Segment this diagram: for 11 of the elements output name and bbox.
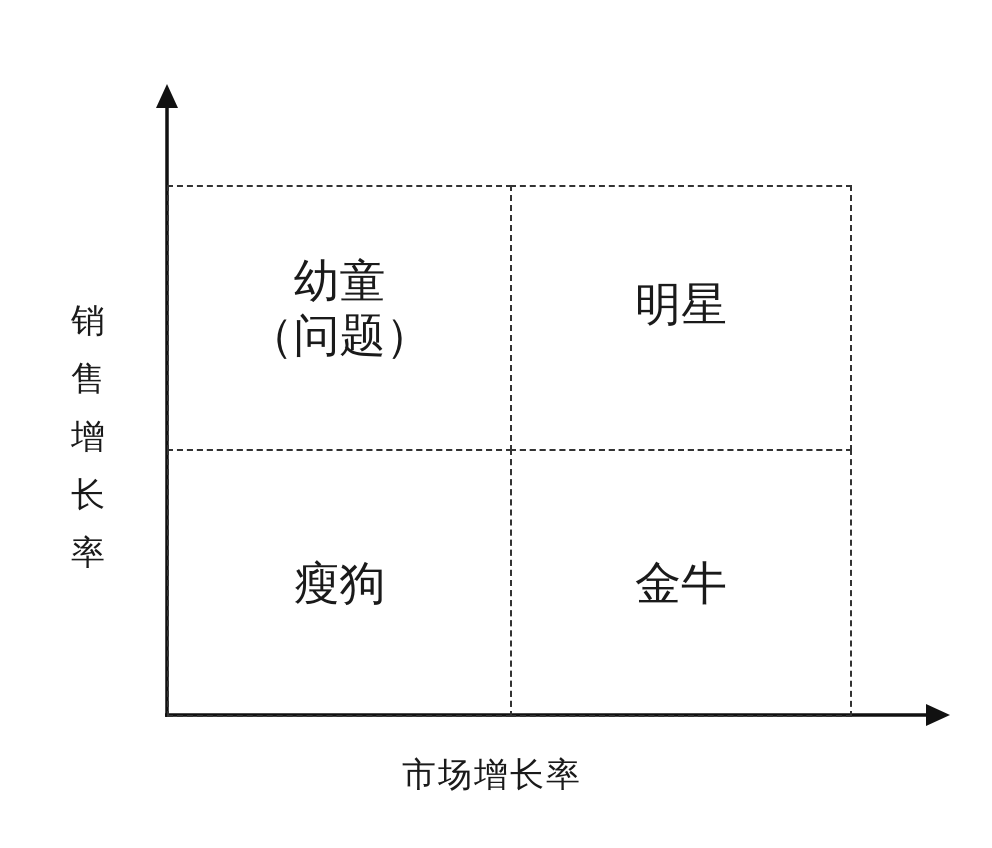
quadrant-box xyxy=(510,185,852,451)
y-axis-label: 销售增长率 xyxy=(70,300,106,575)
quadrant-box xyxy=(167,449,512,717)
quadrant-label: （问题） xyxy=(248,308,432,362)
quadrant-label: 幼童 xyxy=(294,254,386,308)
quadrant-box xyxy=(167,185,512,451)
quadrant-box xyxy=(510,449,852,717)
quadrant-label: 金牛 xyxy=(635,556,727,610)
quadrant-label: 明星 xyxy=(635,277,727,331)
quadrant-label: 瘦狗 xyxy=(294,556,386,610)
x-axis-label: 市场增长率 xyxy=(402,754,582,797)
